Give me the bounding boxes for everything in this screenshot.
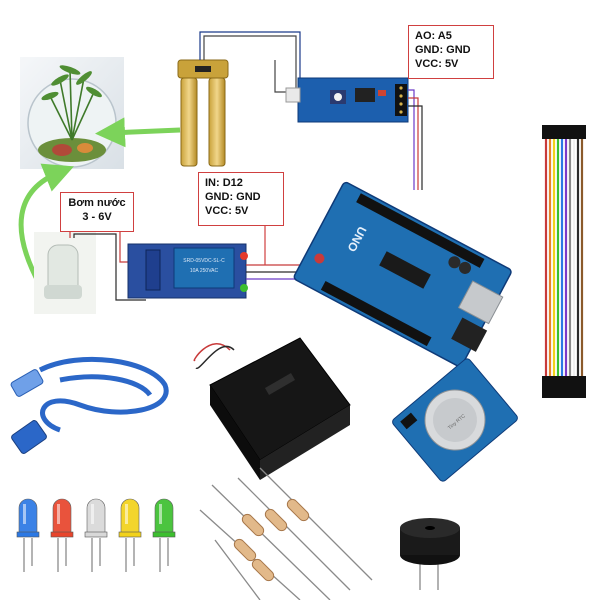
relay-pin-in: IN: D12 (205, 177, 243, 189)
relay-pin-label-box: IN: D12 GND: GND VCC: 5V (198, 172, 284, 226)
terrarium-plant-image (20, 57, 124, 169)
sensor-module (285, 77, 409, 123)
relay-pin-gnd: GND: GND (205, 191, 261, 203)
led-2 (50, 498, 74, 572)
svg-text:SRD-05VDC-SL-C: SRD-05VDC-SL-C (183, 258, 225, 264)
pump-label-voltage: 3 - 6V (82, 211, 112, 223)
arduino-uno-board: UNO (293, 181, 512, 367)
usb-cable-image (10, 356, 169, 454)
pump-label-title: Bơm nước (68, 197, 126, 209)
svg-text:10A 250VAC: 10A 250VAC (190, 268, 219, 274)
relay-pin-vcc: VCC: 5V (205, 205, 249, 217)
pump-label-box: Bơm nước 3 - 6V (60, 192, 134, 232)
sensor-pin-gnd: GND: GND (415, 44, 471, 56)
sensor-pin-vcc: VCC: 5V (415, 58, 459, 70)
led-4 (118, 498, 142, 572)
led-1 (16, 498, 40, 572)
led-5 (152, 498, 176, 572)
relay-module: SRD-05VDC-SL-C 10A 250VAC (127, 243, 248, 299)
module-to-arduino-wires (408, 89, 423, 190)
buzzer-image (400, 518, 460, 590)
sensor-pin-ao: AO: A5 (415, 30, 452, 42)
pump-to-plant-arrow (18, 163, 74, 287)
rtc-module-image: Tiny RTC (392, 358, 518, 482)
resistors-image (199, 467, 373, 600)
water-pump-image (34, 232, 96, 314)
led-group (16, 498, 176, 572)
led-3 (84, 498, 108, 572)
sensor-to-plant-arrow (95, 117, 181, 148)
soil-moisture-probe (177, 59, 229, 167)
sensor-pin-label-box: AO: A5 GND: GND VCC: 5V (408, 25, 494, 79)
battery-holder-image (193, 337, 351, 480)
jumper-wires-image (542, 125, 586, 398)
